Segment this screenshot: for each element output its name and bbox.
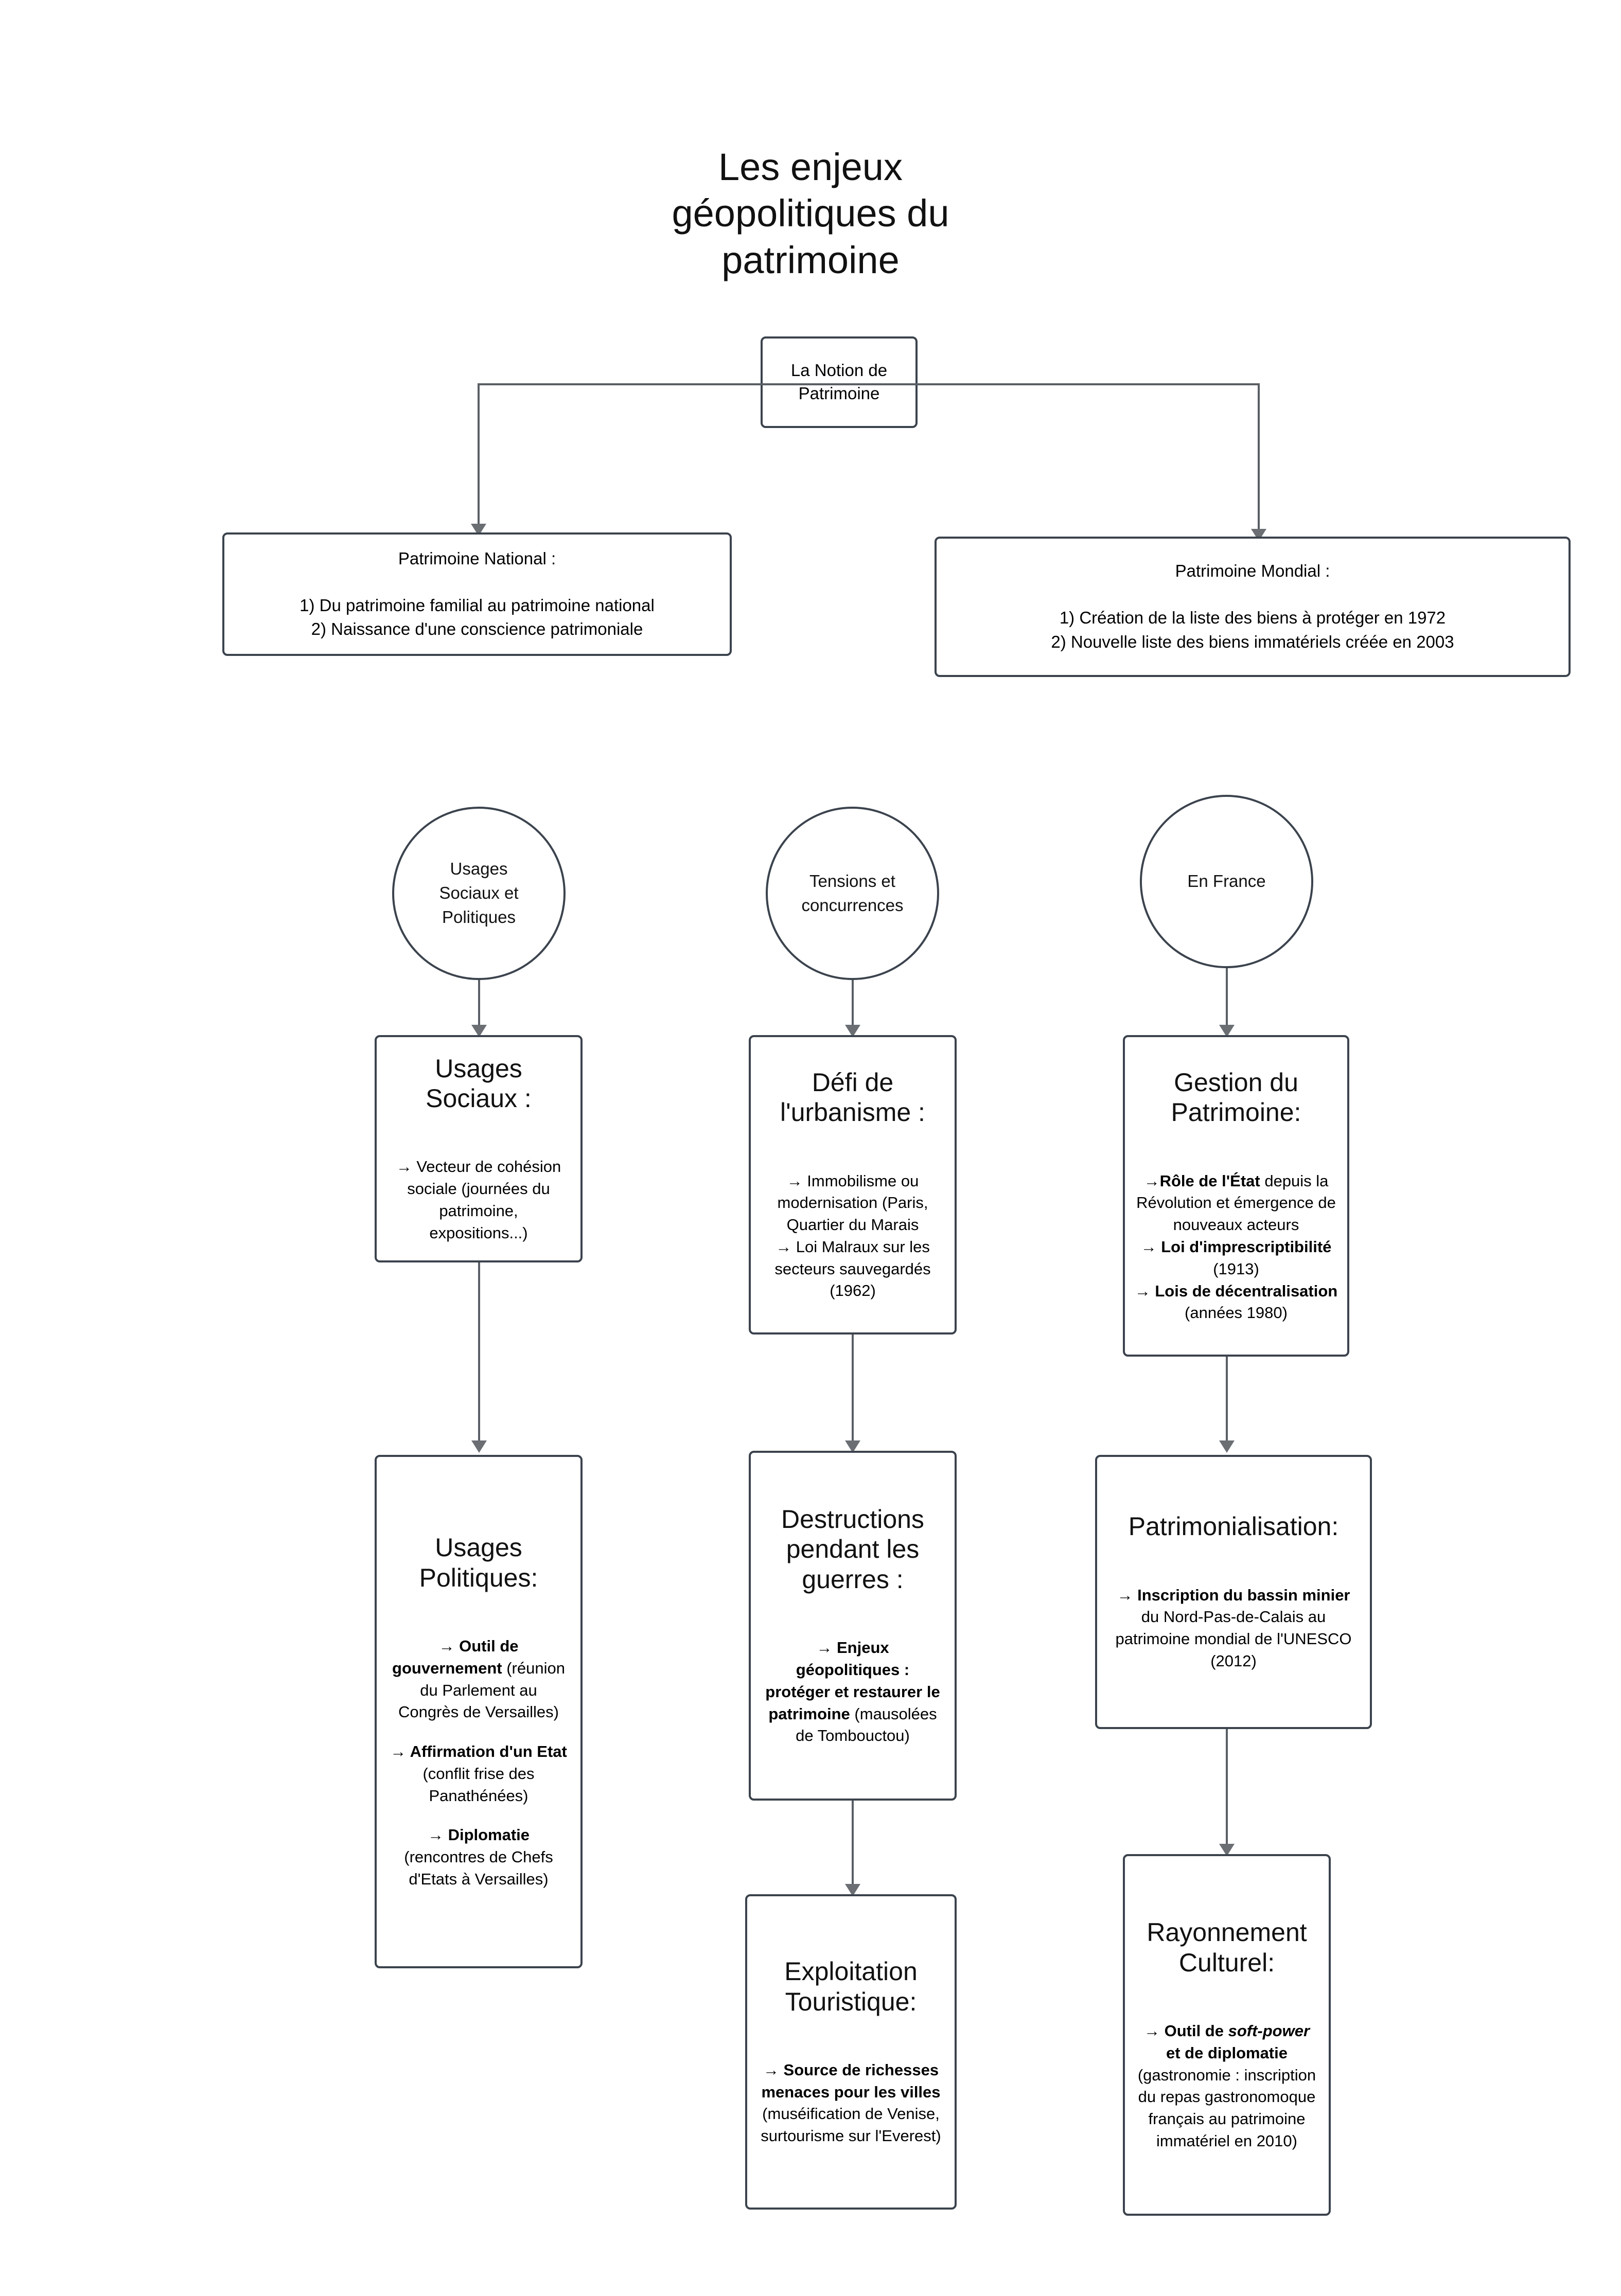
- connector-patrimonialisation-to-rayonnement: [1226, 1729, 1228, 1847]
- connector-gestion-to-patrimonialisation: [1226, 1357, 1228, 1444]
- card-title: Rayonnement Culturel:: [1147, 1918, 1307, 1977]
- connector-circle2-down: [852, 980, 854, 1029]
- card-segment: →Rôle de l'État: [1143, 1171, 1265, 1190]
- card-body: → Inscription du bassin minier du Nord-P…: [1106, 1562, 1361, 1672]
- card-title: Usages Sociaux :: [426, 1054, 532, 1113]
- node-label: La Notion de Patrimoine: [790, 361, 888, 403]
- circle-usages-sociaux-et-politiques[interactable]: Usages Sociaux et Politiques: [392, 807, 566, 980]
- card-body: → Outil de soft-power et de diplomatie (…: [1136, 1998, 1317, 2152]
- card-body: →Rôle de l'État depuis la Révolution et …: [1133, 1148, 1339, 1324]
- connector-root-bus: [478, 383, 1260, 385]
- card-spacer: [390, 1807, 567, 1824]
- card-patrimonialisation[interactable]: Patrimonialisation: → Inscription du bas…: [1095, 1455, 1372, 1729]
- card-segment: (gastronomie : inscription du repas gast…: [1137, 2066, 1316, 2150]
- circle-en-france[interactable]: En France: [1140, 795, 1313, 968]
- connector-defi-to-destructions: [852, 1334, 854, 1445]
- connector-left-drop: [478, 383, 480, 525]
- card-body: → Source de richesses menaces pour les v…: [759, 2037, 943, 2147]
- connector-right-drop: [1258, 383, 1260, 530]
- card-defi-urbanisme[interactable]: Défi de l'urbanisme : → Immobilisme ou m…: [749, 1035, 957, 1334]
- node-body: 1) Création de la liste des biens à prot…: [1051, 608, 1454, 651]
- card-gestion-patrimoine[interactable]: Gestion du Patrimoine: →Rôle de l'État d…: [1123, 1035, 1349, 1357]
- card-segment: (1913): [1213, 1259, 1259, 1278]
- circle-label: Tensions et concurrences: [801, 871, 904, 915]
- node-body: 1) Du patrimoine familial au patrimoine …: [299, 595, 655, 639]
- card-segment: → Inscription du bassin minier: [1117, 1586, 1350, 1604]
- card-segment: et de diplomatie: [1166, 2043, 1288, 2062]
- card-segment: → Loi d'imprescriptibilité: [1140, 1238, 1332, 1256]
- connector-circle3-down: [1226, 968, 1228, 1029]
- card-title: Gestion du Patrimoine:: [1171, 1067, 1301, 1127]
- card-segment: depuis la Révolution et émergence de nou…: [1136, 1171, 1336, 1234]
- card-body: → Immobilisme ou modernisation (Paris, Q…: [762, 1148, 943, 1302]
- card-segment: → Lois de décentralisation: [1134, 1282, 1338, 1300]
- card-segment: (réunion du Parlement au Congrès de Vers…: [398, 1659, 565, 1721]
- card-segment: du Nord-Pas-de-Calais au patrimoine mond…: [1115, 1608, 1352, 1670]
- circle-label: Usages Sociaux et Politiques: [439, 859, 519, 927]
- card-segment: → Outil de: [1143, 2022, 1228, 2040]
- card-segment: → Enjeux géopolitiques : protéger et res…: [765, 1639, 940, 1723]
- connector-circle1-down: [478, 980, 480, 1029]
- card-usages-sociaux[interactable]: Usages Sociaux : → Vecteur de cohésion s…: [375, 1035, 583, 1262]
- card-segment: (conflit frise des Panathénées): [422, 1764, 535, 1805]
- node-heading: Patrimoine Mondial :: [1175, 561, 1330, 581]
- card-title: Usages Politiques:: [419, 1533, 538, 1592]
- arrow-to-patrimonialisation: [1219, 1440, 1235, 1453]
- connector-destructions-to-exploitation: [852, 1801, 854, 1888]
- card-segment: → Affirmation d'un Etat: [390, 1742, 567, 1761]
- card-segment: → Outil de gouvernement: [392, 1637, 519, 1677]
- node-patrimoine-national[interactable]: Patrimoine National : 1) Du patrimoine f…: [222, 532, 732, 656]
- card-usages-politiques[interactable]: Usages Politiques: → Outil de gouverneme…: [375, 1455, 583, 1968]
- node-patrimoine-mondial[interactable]: Patrimoine Mondial : 1) Création de la l…: [935, 537, 1571, 677]
- card-destructions-guerres[interactable]: Destructions pendant les guerres : → Enj…: [749, 1451, 957, 1801]
- card-title: Patrimonialisation:: [1128, 1512, 1339, 1541]
- card-segment: (années 1980): [1185, 1304, 1288, 1322]
- card-segment: → Immobilisme ou modernisation (Paris, Q…: [774, 1171, 931, 1300]
- connector-usages-sociaux-to-politiques: [478, 1262, 480, 1445]
- node-la-notion-de-patrimoine[interactable]: La Notion de Patrimoine: [761, 336, 918, 428]
- circle-tensions-et-concurrences[interactable]: Tensions et concurrences: [766, 807, 939, 980]
- card-body: → Enjeux géopolitiques : protéger et res…: [764, 1615, 941, 1747]
- card-segment: (rencontres de Chefs d'Etats à Versaille…: [404, 1848, 553, 1888]
- card-rayonnement-culturel[interactable]: Rayonnement Culturel: → Outil de soft-po…: [1123, 1854, 1331, 2216]
- card-body: → Vecteur de cohésion sociale (journées …: [390, 1134, 567, 1244]
- card-title: Destructions pendant les guerres :: [781, 1504, 924, 1594]
- node-heading: Patrimoine National :: [398, 548, 556, 568]
- card-exploitation-touristique[interactable]: Exploitation Touristique: → Source de ri…: [745, 1894, 957, 2210]
- card-segment: (mausolées de Tombouctou): [796, 1704, 937, 1745]
- card-spacer: [390, 1723, 567, 1741]
- circle-label: En France: [1187, 871, 1266, 891]
- card-title: Défi de l'urbanisme :: [780, 1067, 925, 1127]
- card-segment: (muséification de Venise, surtourisme su…: [761, 2105, 941, 2145]
- card-segment: → Source de richesses menaces pour les v…: [761, 2060, 941, 2101]
- card-segment: soft-power: [1228, 2022, 1310, 2040]
- card-segment: → Diplomatie: [427, 1826, 530, 1844]
- card-segment: → Vecteur de cohésion sociale (journées …: [396, 1158, 561, 1242]
- arrow-to-usages-politiques: [471, 1440, 487, 1453]
- page-title: Les enjeux géopolitiques du patrimoine: [672, 146, 949, 281]
- card-title: Exploitation Touristique:: [784, 1957, 918, 2016]
- card-body: → Outil de gouvernement (réunion du Parl…: [390, 1613, 567, 1890]
